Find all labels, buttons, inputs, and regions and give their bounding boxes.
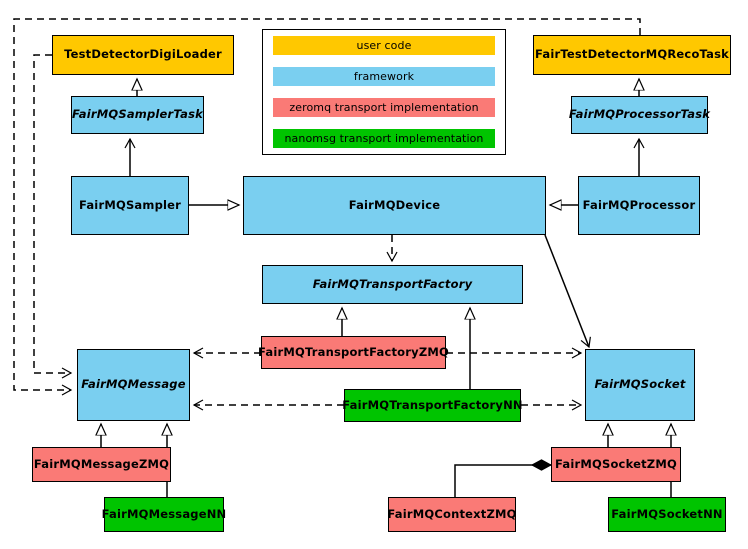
class-box-FairMQTransportFactory[interactable]: FairMQTransportFactory xyxy=(262,265,523,304)
class-box-FairMQMessageZMQ[interactable]: FairMQMessageZMQ xyxy=(32,447,171,482)
legend-item-3: nanomsg transport implementation xyxy=(273,129,495,148)
class-box-FairMQSamplerTask[interactable]: FairMQSamplerTask xyxy=(71,96,204,134)
edge-digiloader-to-message xyxy=(33,54,73,379)
class-box-FairMQTransportFactoryZMQ[interactable]: FairMQTransportFactoryZMQ xyxy=(258,336,449,369)
class-box-FairMQSocket[interactable]: FairMQSocket xyxy=(585,349,695,421)
legend-item-0: user code xyxy=(273,36,495,55)
edge-device-to-socket xyxy=(544,234,591,349)
class-box-FairMQMessage[interactable]: FairMQMessage xyxy=(77,349,190,421)
class-box-FairMQTransportFactoryNN[interactable]: FairMQTransportFactoryNN xyxy=(342,389,523,422)
class-box-FairMQSocketNN[interactable]: FairMQSocketNN xyxy=(608,497,726,532)
edge-contextzmq-composition xyxy=(454,465,551,497)
class-box-FairMQMessageNN[interactable]: FairMQMessageNN xyxy=(102,497,226,532)
class-box-FairMQDevice[interactable]: FairMQDevice xyxy=(243,176,546,235)
class-box-FairMQProcessor[interactable]: FairMQProcessor xyxy=(578,176,700,235)
legend-item-2: zeromq transport implementation xyxy=(273,98,495,117)
class-box-TestDetectorDigiLoader[interactable]: TestDetectorDigiLoader xyxy=(52,35,234,75)
class-box-FairTestDetectorMQRecoTask[interactable]: FairTestDetectorMQRecoTask xyxy=(533,35,731,75)
class-box-FairMQSocketZMQ[interactable]: FairMQSocketZMQ xyxy=(551,447,681,482)
class-box-FairMQProcessorTask[interactable]: FairMQProcessorTask xyxy=(569,96,710,134)
legend-item-1: framework xyxy=(273,67,495,86)
class-box-FairMQSampler[interactable]: FairMQSampler xyxy=(71,176,189,235)
class-box-FairMQContextZMQ[interactable]: FairMQContextZMQ xyxy=(387,497,516,532)
